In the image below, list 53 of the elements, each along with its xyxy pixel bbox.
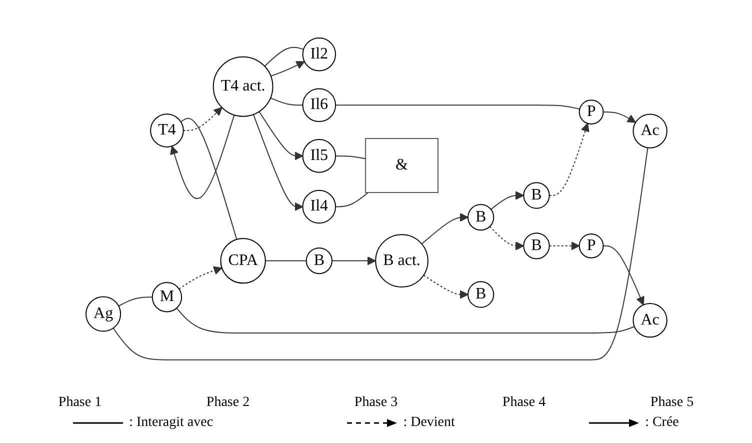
arrow: [178, 266, 222, 290]
arrow: [170, 114, 234, 199]
connector: [334, 155, 366, 159]
arrow: [548, 241, 580, 250]
phase-label: Phase 1: [58, 395, 102, 411]
connector: [334, 104, 580, 110]
arrow: [422, 274, 468, 298]
node-circle: B: [305, 247, 332, 274]
connector: [270, 97, 303, 106]
arrow: [331, 256, 376, 265]
arrow: [182, 106, 222, 131]
node-circle: Il2: [302, 37, 336, 71]
node-circle: B: [467, 204, 494, 230]
connector: [180, 117, 237, 240]
node-circle: B act.: [374, 234, 428, 288]
arrow: [602, 245, 644, 305]
arrow: [548, 122, 589, 196]
node-circle: Il6: [302, 88, 336, 122]
arrow: [420, 212, 468, 244]
node-circle: Ac: [632, 302, 667, 338]
node-circle: P: [578, 233, 604, 258]
legend-text: : Devient: [403, 415, 455, 431]
phase-label: Phase 2: [206, 395, 250, 411]
node-circle: B: [467, 280, 494, 308]
connector: [112, 146, 648, 360]
node-circle: Ac: [632, 113, 667, 148]
node-circle: M: [151, 282, 182, 312]
arrow: [270, 60, 304, 76]
legend-text: : Interagit avec: [129, 415, 214, 431]
node-circle: Il4: [302, 189, 336, 224]
node-box: &: [364, 138, 438, 193]
connector: [118, 296, 152, 306]
arrow: [258, 110, 303, 160]
node-circle: Il5: [302, 138, 336, 172]
connector: [264, 260, 306, 261]
phase-label: Phase 3: [354, 395, 398, 411]
phase-label: Phase 4: [502, 395, 546, 411]
node-circle: T4: [150, 113, 184, 148]
legend-text: : Crée: [645, 415, 679, 431]
node-circle: B: [522, 232, 550, 259]
connector: [264, 46, 304, 66]
arrow: [252, 114, 303, 211]
node-circle: B: [522, 182, 550, 208]
connector: [176, 307, 634, 334]
node-circle: P: [578, 99, 604, 124]
connector: [334, 192, 368, 207]
phase-label: Phase 5: [650, 395, 694, 411]
node-circle: Ag: [85, 296, 121, 332]
arrow: [490, 190, 524, 210]
node-circle: T4 act.: [212, 56, 273, 116]
node-circle: CPA: [220, 238, 266, 284]
arrow: [602, 111, 636, 122]
arrow: [488, 226, 524, 250]
